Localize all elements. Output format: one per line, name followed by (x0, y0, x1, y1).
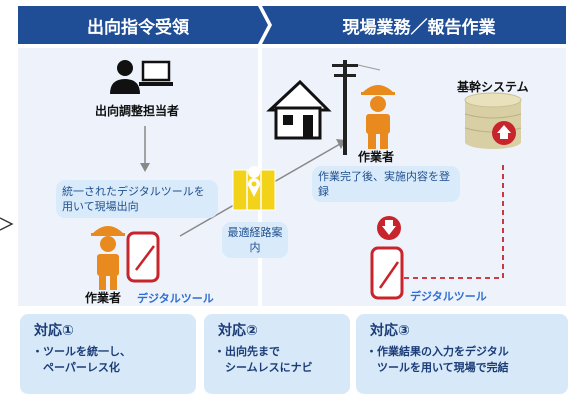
header-banner (18, 6, 566, 44)
sync-connector (404, 162, 504, 279)
header-left-title: 出向指令受領 (87, 18, 189, 38)
measure-2-title: 対応② (218, 323, 258, 339)
header-right-chevron (262, 6, 566, 44)
left-worker-label: 作業者 (85, 291, 122, 305)
core-system-label: 基幹システム (457, 80, 529, 94)
measure-card-1: 対応① ・ツールを統一し、 ペーパーレス化 (20, 314, 196, 394)
completion-note: 作業完了後、実施内容を登録 (312, 166, 460, 202)
utility-pole-icon (332, 60, 381, 155)
route-note: 最適経路案内 (222, 222, 288, 258)
measure-1-title: 対応① (34, 323, 74, 339)
right-worker-label: 作業者 (358, 150, 395, 164)
tablet-icon (370, 246, 404, 300)
unified-tool-note: 統一されたデジタルツールを用いて現場出向 (56, 180, 218, 218)
arrow-down-icon (140, 126, 150, 172)
tablet-icon (126, 231, 160, 283)
edge-arrow-icon (0, 217, 14, 231)
measure-3-body: ・作業結果の入力をデジタル ツールを用いて現場で完結 (366, 345, 509, 374)
map-pin-icon (232, 166, 276, 211)
header-left-chevron (18, 6, 268, 44)
measure-card-2: 対応② ・出向先まで シームレスにナビ (204, 314, 350, 394)
dispatcher-label: 出向調整担当者 (95, 104, 180, 118)
measure-2-body: ・出向先まで シームレスにナビ (214, 345, 313, 374)
worker-icon (91, 226, 125, 290)
measure-3-title: 対応③ (370, 323, 410, 339)
left-tool-label: デジタルツール (137, 292, 214, 305)
house-icon (266, 79, 332, 140)
measure-1-body: ・ツールを統一し、 ペーパーレス化 (32, 345, 131, 374)
header-right-title: 現場業務／報告作業 (342, 18, 496, 38)
upload-circle-icon (492, 121, 516, 145)
right-tool-label: デジタルツール (410, 290, 487, 303)
worker-icon (361, 85, 395, 149)
download-circle-icon (377, 216, 401, 240)
person-laptop-icon (110, 60, 173, 94)
measure-card-3: 対応③ ・作業結果の入力をデジタル ツールを用いて現場で完結 (356, 314, 568, 394)
database-icon (464, 92, 522, 149)
